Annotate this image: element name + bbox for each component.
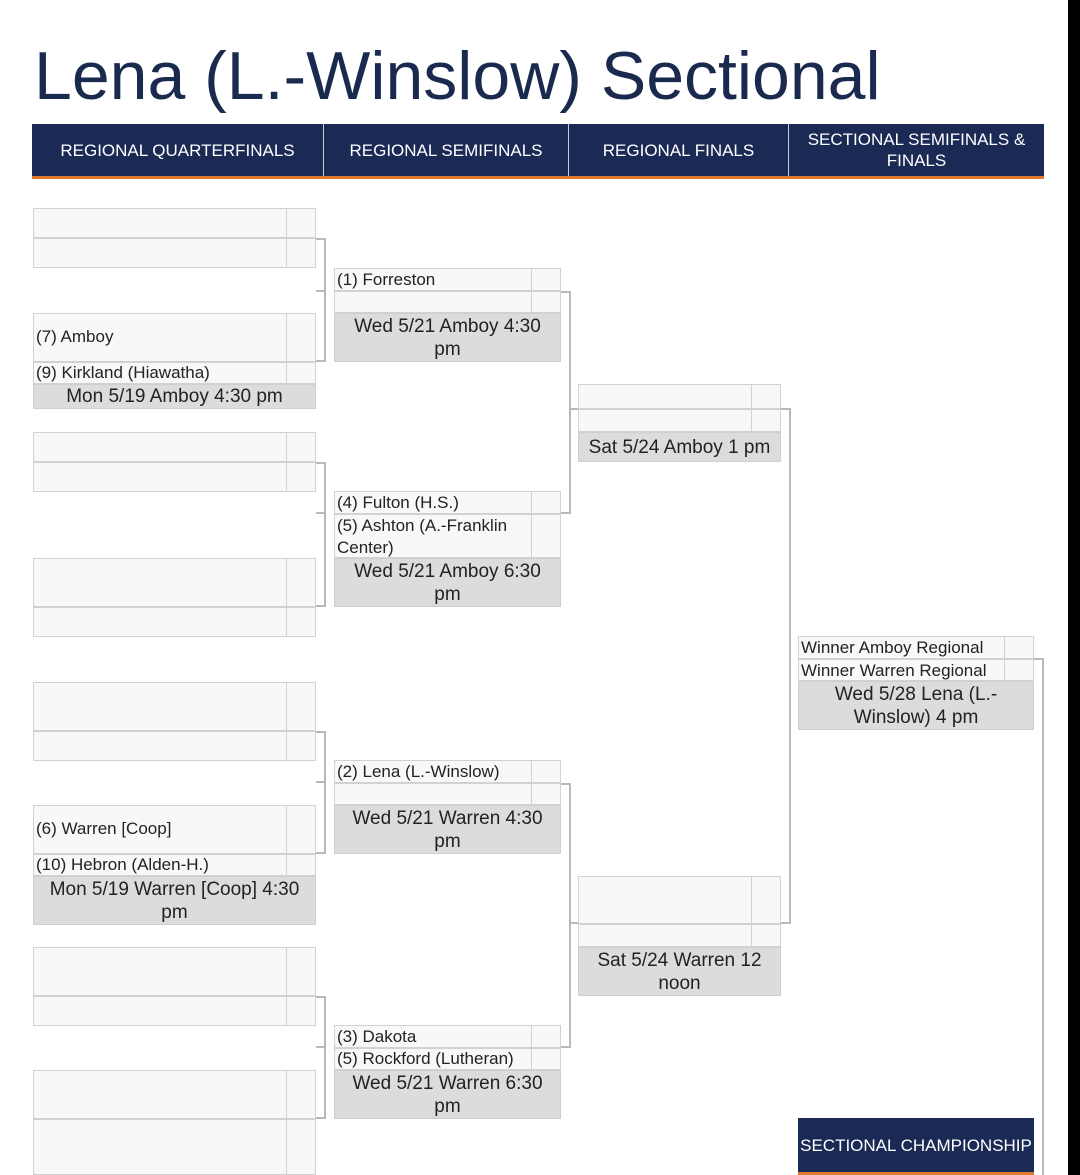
qf2-team-bottom: (10) Hebron (Alden-H.) [36, 855, 209, 874]
qf1-game-info: Mon 5/19 Amboy 4:30 pm [33, 384, 316, 409]
final2-team-top-slot [578, 876, 781, 924]
empty-team-slot [33, 682, 316, 731]
qf1-team-bottom-slot [33, 362, 316, 384]
bracket-connector [561, 783, 571, 1048]
final2-game-info: Sat 5/24 Warren 12 noon [578, 947, 781, 996]
bracket-connector [316, 783, 326, 854]
sf4-team-top: (3) Dakota [337, 1027, 417, 1046]
sf2-team-bottom-slot [334, 514, 561, 558]
sf4-game-info: Wed 5/21 Warren 6:30 pm [334, 1070, 561, 1119]
final1-team-bottom-slot [578, 409, 781, 432]
header-regional-quarterfinals: REGIONAL QUARTERFINALS [32, 124, 324, 176]
page-title: Lena (L.-Winslow) Sectional [34, 38, 881, 114]
sectional-team-top: Winner Amboy Regional [801, 638, 984, 657]
sectional-team-bottom: Winner Warren Regional [801, 661, 987, 680]
empty-team-slot [33, 432, 316, 462]
qf1-team-top: (7) Amboy [36, 327, 114, 346]
final1-game-info: Sat 5/24 Amboy 1 pm [578, 432, 781, 462]
empty-team-slot [33, 607, 316, 637]
sectional-game-info: Wed 5/28 Lena (L.-Winslow) 4 pm [798, 681, 1034, 730]
bracket-connector [571, 408, 579, 410]
qf2-game-info: Mon 5/19 Warren [Coop] 4:30 pm [33, 876, 316, 925]
qf2-team-top-slot [33, 805, 316, 854]
empty-team-slot [33, 731, 316, 761]
sf4-team-bottom-slot [334, 1048, 561, 1070]
sf1-game-info: Wed 5/21 Amboy 4:30 pm [334, 313, 561, 362]
bracket-connector [316, 462, 326, 514]
final1-team-top-slot [578, 384, 781, 409]
bracket-connector [316, 292, 326, 362]
sf3-team-bottom-slot [334, 783, 561, 805]
bracket-connector [561, 291, 571, 514]
empty-team-slot [33, 1119, 316, 1175]
bracket-connector [781, 408, 791, 924]
header-regional-finals: REGIONAL FINALS [569, 124, 789, 176]
sf4-team-bottom: (5) Rockford (Lutheran) [337, 1049, 514, 1068]
sectional-championship-header: SECTIONAL CHAMPIONSHIP [798, 1118, 1034, 1175]
bracket-connector [316, 514, 326, 607]
sf2-team-top: (4) Fulton (H.S.) [337, 493, 459, 512]
empty-team-slot [33, 947, 316, 996]
bracket-connector [316, 238, 326, 292]
header-sectional-semifinals-finals: SECTIONAL SEMIFINALS & FINALS [807, 130, 1026, 170]
empty-team-slot [33, 208, 316, 238]
bracket-connector [316, 1048, 326, 1119]
bracket-connector [316, 731, 326, 783]
header-regional-semifinals: REGIONAL SEMIFINALS [324, 124, 569, 176]
sf1-team-top: (1) Forreston [337, 270, 436, 289]
sf2-team-top-slot [334, 491, 561, 514]
sectional-team-top-slot [798, 636, 1034, 659]
qf1-team-bottom: (9) Kirkland (Hiawatha) [36, 363, 210, 382]
final2-team-bottom-slot [578, 924, 781, 947]
sf2-team-bottom: (5) Ashton (A.-Franklin Center) [337, 516, 508, 557]
sf4-team-top-slot [334, 1025, 561, 1048]
sf1-team-bottom-slot [334, 291, 561, 313]
sf3-team-top-slot [334, 760, 561, 783]
empty-team-slot [33, 238, 316, 268]
empty-team-slot [33, 1070, 316, 1119]
sectional-team-bottom-slot [798, 659, 1034, 681]
round-header-bar: REGIONAL QUARTERFINALS REGIONAL SEMIFINA… [32, 124, 1044, 179]
empty-team-slot [33, 996, 316, 1026]
bracket-connector [1042, 658, 1044, 1175]
sf3-game-info: Wed 5/21 Warren 4:30 pm [334, 805, 561, 854]
empty-team-slot [33, 558, 316, 607]
bracket-connector [1034, 658, 1044, 660]
qf2-team-bottom-slot [33, 854, 316, 876]
qf2-team-top: (6) Warren [Coop] [36, 819, 172, 838]
empty-team-slot [33, 462, 316, 492]
sf3-team-top: (2) Lena (L.-Winslow) [337, 762, 500, 781]
sf1-team-top-slot [334, 268, 561, 291]
sf2-game-info: Wed 5/21 Amboy 6:30 pm [334, 558, 561, 607]
bracket-connector [316, 996, 326, 1048]
qf1-team-top-slot [33, 313, 316, 362]
bracket-connector [571, 922, 579, 924]
